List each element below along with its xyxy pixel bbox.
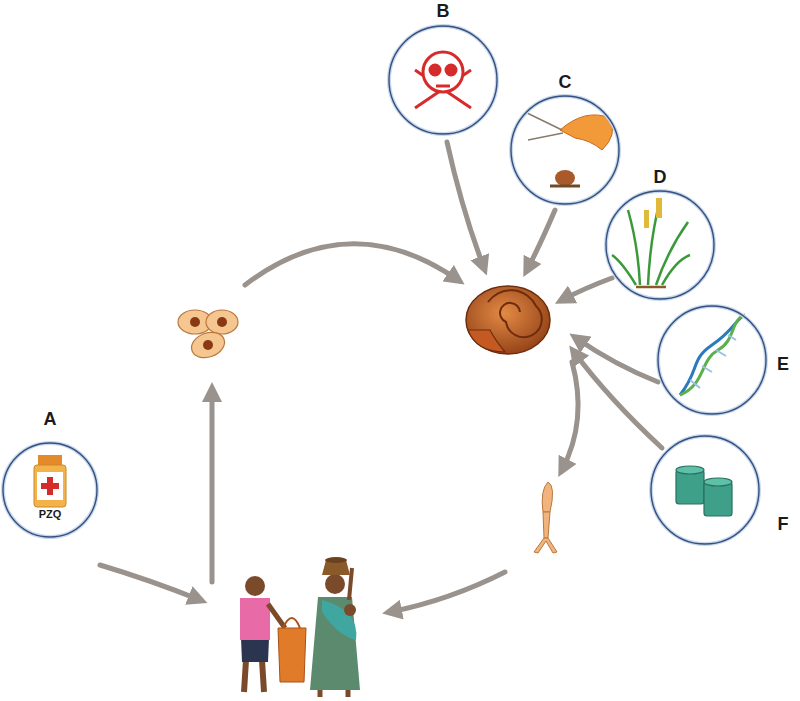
circle-outline xyxy=(510,95,620,205)
panel-letter: C xyxy=(559,73,572,93)
intervention-circle: B xyxy=(388,25,498,135)
panel-letter: A xyxy=(44,410,57,430)
panel-letter: E xyxy=(777,355,789,375)
dna-helix xyxy=(680,315,745,395)
drug-bottle xyxy=(34,455,66,507)
circle-outline xyxy=(2,442,98,538)
circle-outline xyxy=(657,305,767,415)
molluscicide-skull xyxy=(415,52,471,108)
plants xyxy=(612,198,690,287)
panel-letter: F xyxy=(778,515,789,535)
panel-letter: B xyxy=(437,2,450,22)
intervention-circle: D xyxy=(605,190,715,300)
snail-traps xyxy=(676,466,732,516)
intervention-circle: F xyxy=(650,435,760,545)
schistosome-eggs xyxy=(178,310,238,362)
intervention-circle: E xyxy=(657,305,767,415)
snail xyxy=(466,286,550,354)
cercaria xyxy=(534,482,557,553)
prawn-predator xyxy=(525,112,613,186)
circle-outline xyxy=(605,190,715,300)
intervention-circle: APZQ xyxy=(2,442,98,538)
circle-outline xyxy=(650,435,760,545)
cycle-arrows xyxy=(100,142,662,612)
panel-letter: D xyxy=(654,168,667,188)
circle-outline xyxy=(388,25,498,135)
people xyxy=(240,557,360,697)
intervention-circle: C xyxy=(510,95,620,205)
drug-label: PZQ xyxy=(39,508,62,520)
